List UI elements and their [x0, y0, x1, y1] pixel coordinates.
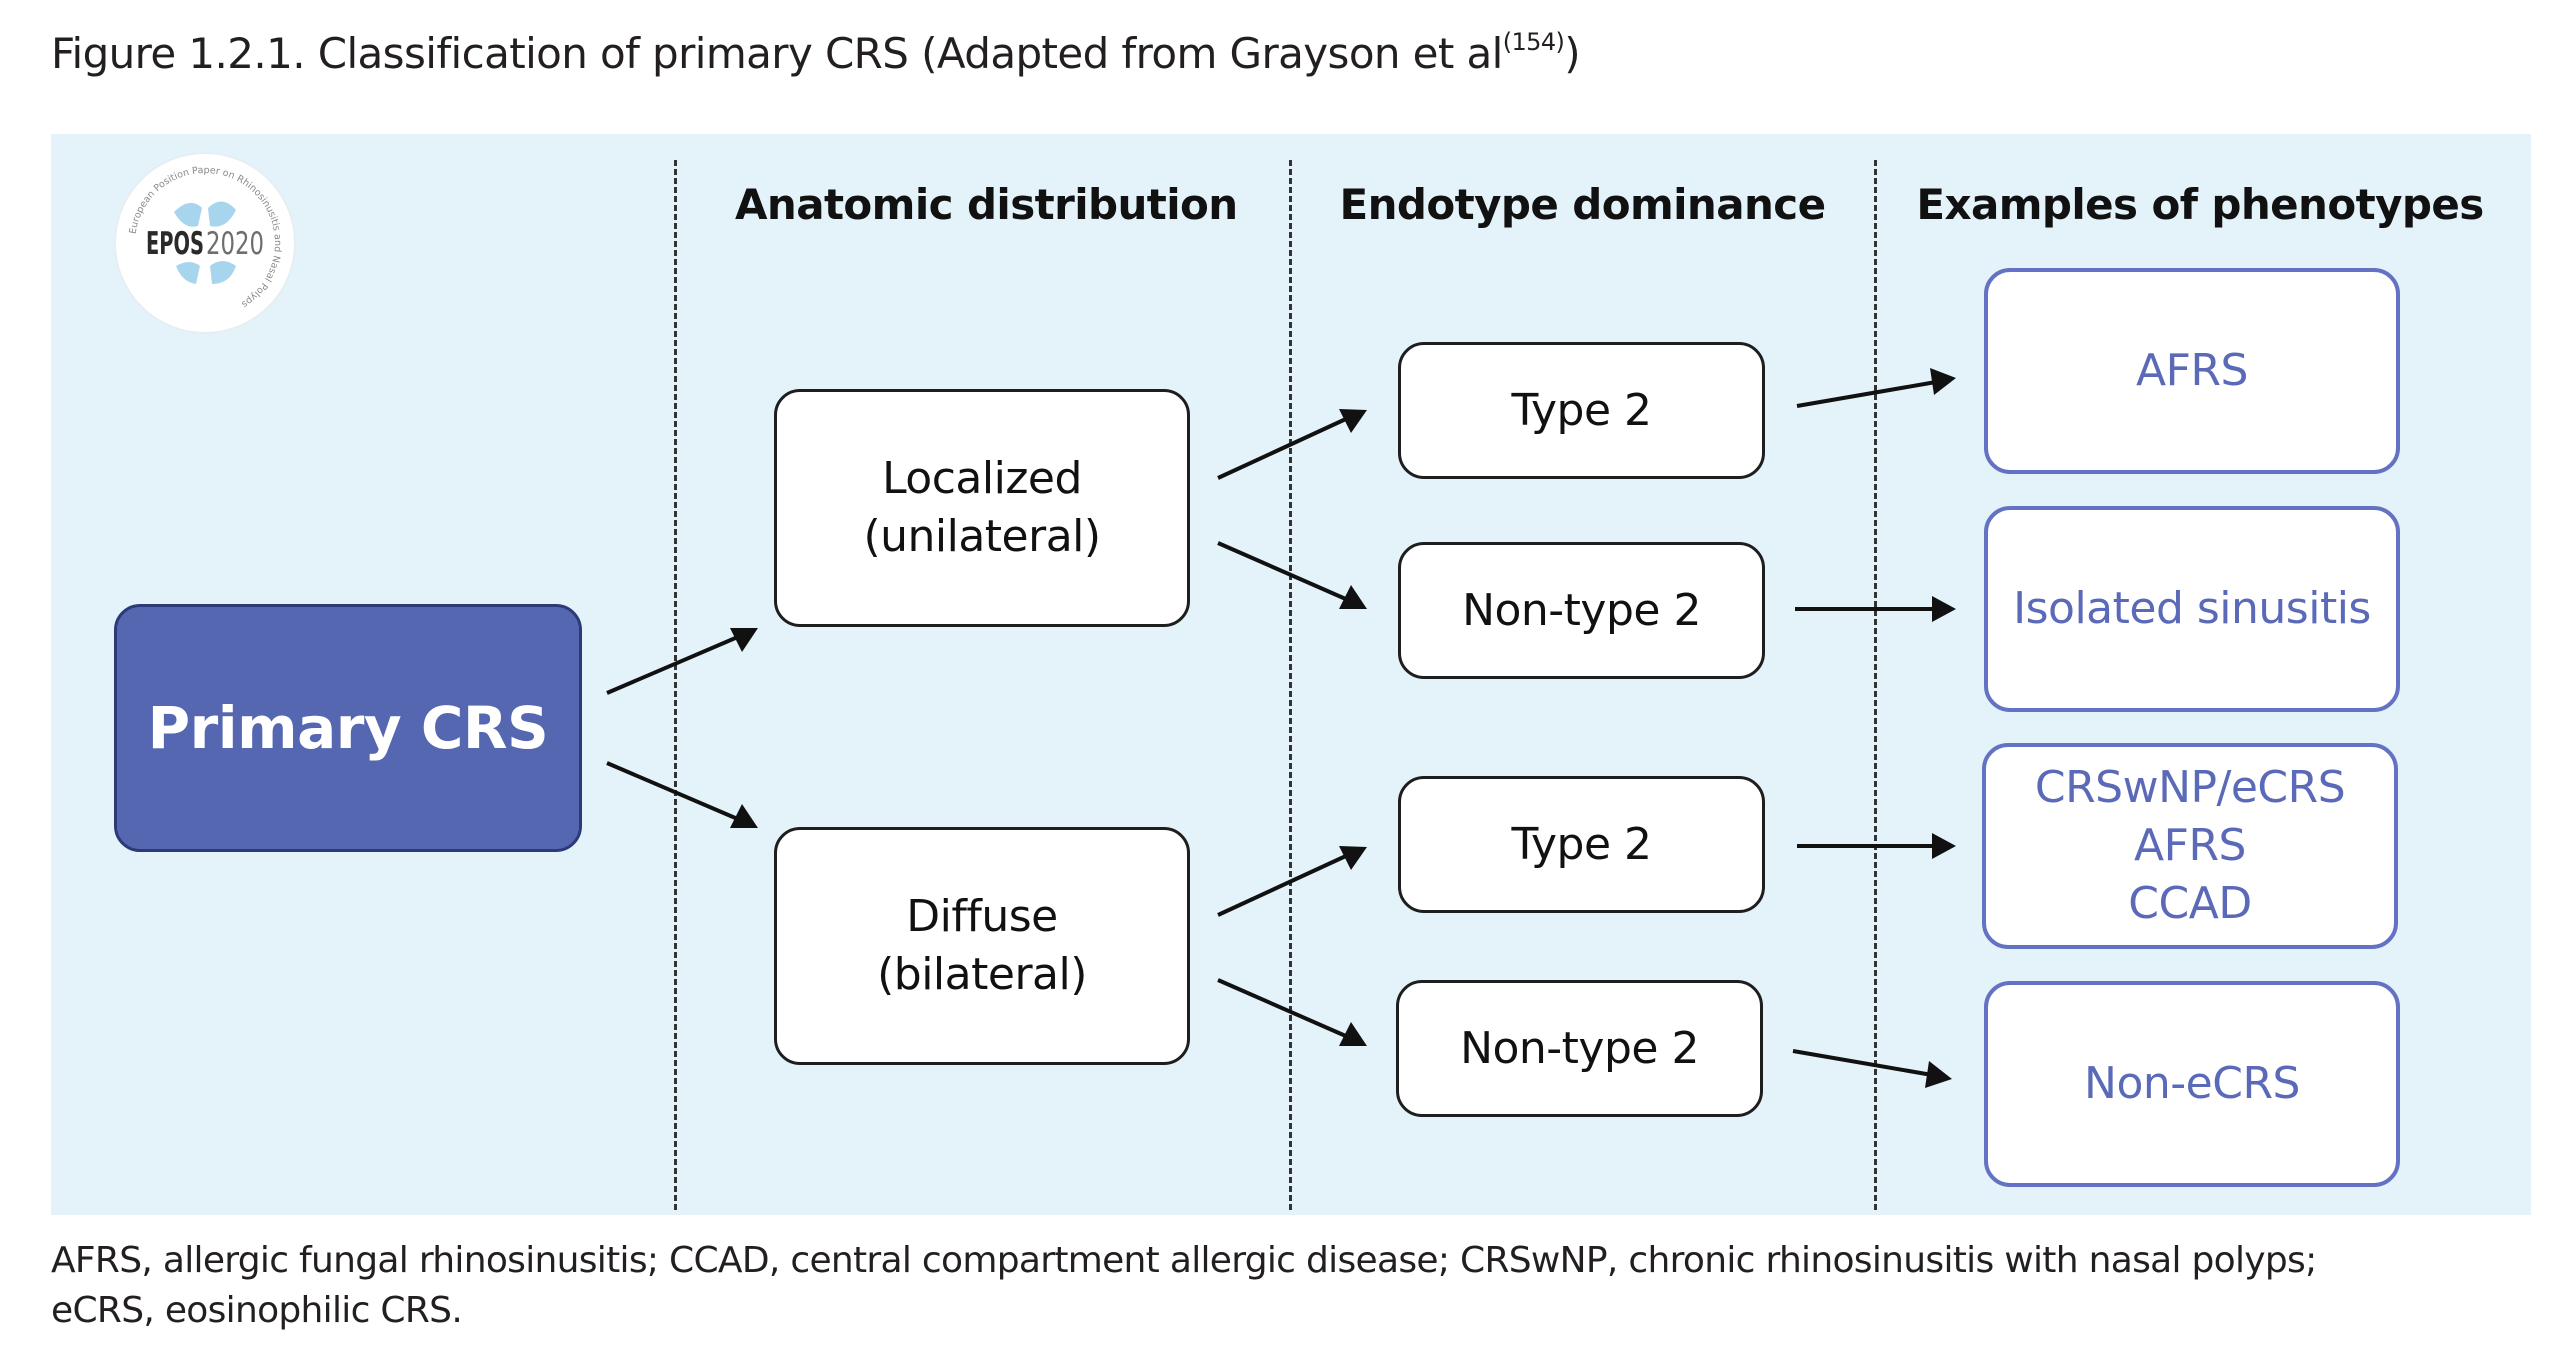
node-phenotype-crswnp-afrs-ccad: CRSwNP/eCRS AFRS CCAD [1982, 743, 2398, 949]
heading-endotype-dominance: Endotype dominance [1339, 180, 1827, 229]
caption-close: ) [1564, 29, 1581, 78]
node-phenotype-label-line3: CCAD [2128, 878, 2252, 929]
node-endotype-label: Non-type 2 [1460, 1022, 1699, 1074]
node-endotype-nontype2-diffuse: Non-type 2 [1396, 980, 1763, 1117]
node-phenotype-label: Non-eCRS [2084, 1058, 2300, 1109]
node-phenotype-afrs: AFRS [1984, 268, 2400, 474]
node-phenotype-non-ecrs: Non-eCRS [1984, 981, 2400, 1187]
node-phenotype-label-line2: AFRS [2134, 820, 2246, 871]
epos-logo: European Position Paper on Rhinosinusiti… [112, 150, 298, 336]
logo-brand: EPOS [146, 226, 204, 262]
figure-footnote: AFRS, allergic fungal rhinosinusitis; CC… [51, 1236, 2317, 1336]
node-phenotype-isolated-sinusitis: Isolated sinusitis [1984, 506, 2400, 712]
node-endotype-label: Type 2 [1511, 384, 1652, 436]
footnote-line-2: eCRS, eosinophilic CRS. [51, 1290, 463, 1331]
logo-year: 2020 [206, 226, 264, 262]
node-phenotype-label: Isolated sinusitis [2013, 583, 2371, 634]
node-phenotype-label: AFRS [2136, 345, 2248, 396]
caption-text: Figure 1.2.1. Classification of primary … [51, 29, 1503, 78]
node-localized-line1: Localized [882, 453, 1082, 504]
column-divider-2 [1289, 160, 1292, 1210]
node-diffuse: Diffuse (bilateral) [774, 827, 1190, 1065]
caption-reference: (154) [1502, 28, 1565, 56]
node-diffuse-line2: (bilateral) [877, 949, 1087, 1000]
epos-logo-graphic: European Position Paper on Rhinosinusiti… [114, 152, 296, 334]
column-divider-1 [674, 160, 677, 1210]
node-endotype-nontype2-localized: Non-type 2 [1398, 542, 1765, 679]
node-endotype-label: Non-type 2 [1462, 584, 1701, 636]
node-endotype-type2-diffuse: Type 2 [1398, 776, 1765, 913]
heading-anatomic-distribution: Anatomic distribution [735, 180, 1238, 229]
node-endotype-type2-localized: Type 2 [1398, 342, 1765, 479]
figure-caption: Figure 1.2.1. Classification of primary … [51, 28, 1581, 78]
node-diffuse-line1: Diffuse [906, 891, 1058, 942]
footnote-line-1: AFRS, allergic fungal rhinosinusitis; CC… [51, 1240, 2317, 1281]
node-phenotype-label-line1: CRSwNP/eCRS [2034, 762, 2346, 813]
heading-examples-of-phenotypes: Examples of phenotypes [1916, 180, 2484, 229]
column-divider-3 [1874, 160, 1877, 1210]
node-primary-crs-label: Primary CRS [147, 694, 549, 762]
node-endotype-label: Type 2 [1511, 818, 1652, 870]
node-localized-line2: (unilateral) [863, 511, 1101, 562]
node-primary-crs: Primary CRS [114, 604, 582, 852]
node-localized: Localized (unilateral) [774, 389, 1190, 627]
